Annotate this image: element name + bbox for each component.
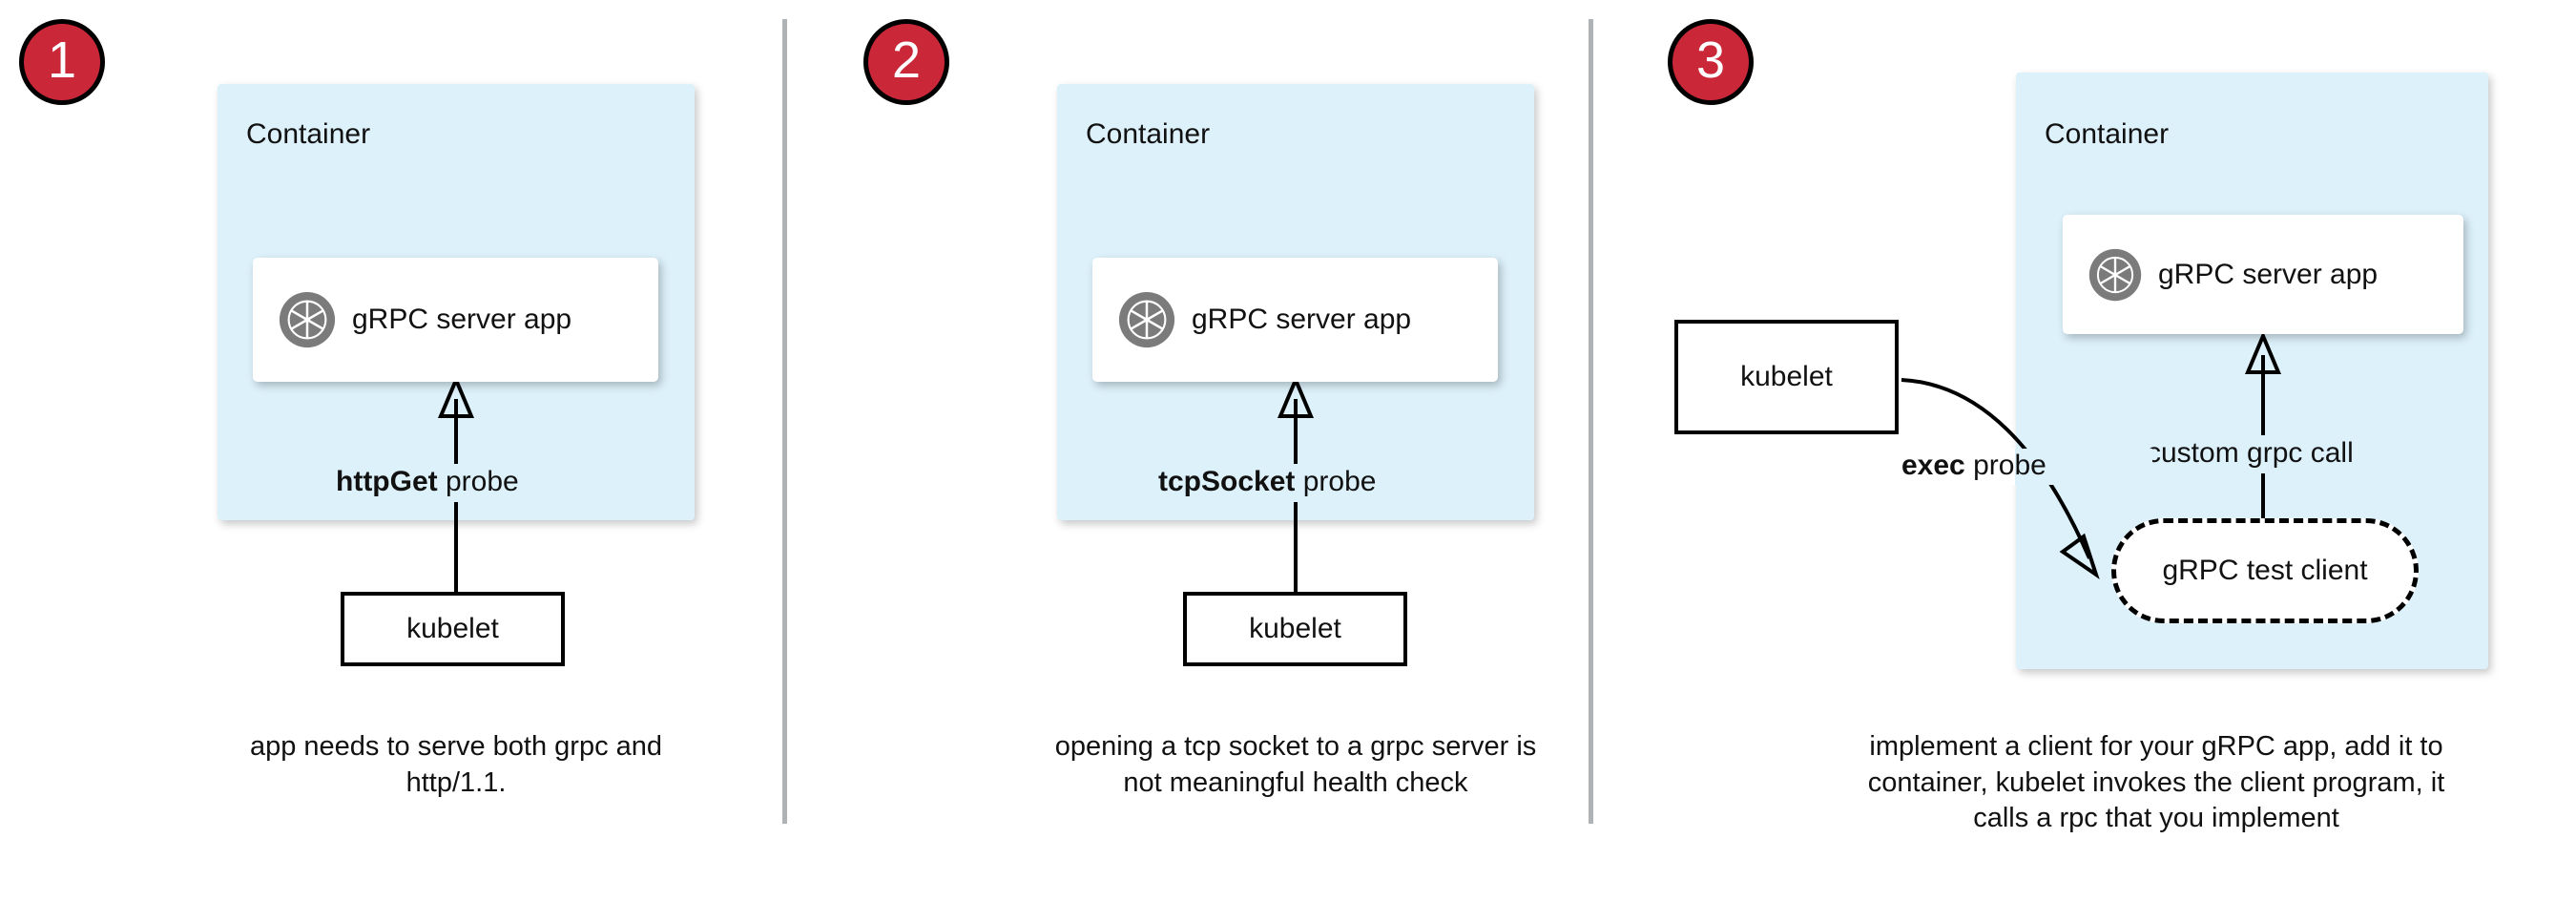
probe-label-mask-2 xyxy=(1153,464,1439,502)
probe-label-bold-2: tcpSocket xyxy=(1158,466,1296,497)
step-badge-1: 1 xyxy=(19,19,105,105)
panel-caption-2: opening a tcp socket to a grpc server is… xyxy=(1054,731,1537,798)
exec-probe-label: exec probe xyxy=(1901,451,2046,480)
custom-grpc-call-label: custom grpc call xyxy=(2147,437,2354,469)
grpc-test-client-label: gRPC test client xyxy=(2162,555,2368,586)
app-card-label-3: gRPC server app xyxy=(2158,258,2379,290)
app-card-label-1: gRPC server app xyxy=(352,304,572,335)
step-badge-number: 1 xyxy=(47,31,77,89)
kubelet-box-3: kubelet xyxy=(1674,320,1899,434)
call-label-mask-3 xyxy=(2143,435,2389,473)
probe-label-bold-3: exec xyxy=(1901,450,1965,481)
probe-label-rest-2: probe xyxy=(1295,466,1377,497)
grpc-logo-icon xyxy=(1118,291,1175,348)
grpc-test-client-box: gRPC test client xyxy=(2111,518,2419,623)
container-label-1: Container xyxy=(246,118,371,150)
container-label-3: Container xyxy=(2045,118,2170,150)
kubelet-label-1: kubelet xyxy=(406,613,499,644)
panel-divider-2 xyxy=(1589,19,1593,824)
panel-divider-1 xyxy=(782,19,787,824)
grpc-server-app-card-2: gRPC server app xyxy=(1092,258,1498,382)
container-label-2: Container xyxy=(1086,118,1211,150)
panel-caption-3: implement a client for your gRPC app, ad… xyxy=(1867,731,2445,834)
grpc-logo-icon xyxy=(279,291,336,348)
step-badge-number: 3 xyxy=(1695,31,1726,89)
exec-label-mask-right xyxy=(2015,449,2152,485)
step-badge-number: 2 xyxy=(891,31,922,89)
app-card-label-2: gRPC server app xyxy=(1192,304,1412,335)
probe-label-1: httpGet probe xyxy=(336,468,519,496)
exec-label-mask-left xyxy=(1897,449,2015,485)
probe-label-2: tcpSocket probe xyxy=(1158,468,1376,496)
kubelet-box-2: kubelet xyxy=(1183,592,1407,666)
kubelet-label-2: kubelet xyxy=(1249,613,1341,644)
kubelet-box-1: kubelet xyxy=(341,592,565,666)
probe-label-rest-3: probe xyxy=(1964,450,2046,481)
probe-label-mask-1 xyxy=(332,464,582,502)
step-badge-2: 2 xyxy=(863,19,949,105)
probe-label-rest-1: probe xyxy=(437,466,519,497)
probe-label-bold-1: httpGet xyxy=(336,466,438,497)
step-badge-3: 3 xyxy=(1668,19,1754,105)
panel-caption-1: app needs to serve both grpc and http/1.… xyxy=(249,731,663,798)
grpc-server-app-card-1: gRPC server app xyxy=(253,258,658,382)
kubelet-label-3: kubelet xyxy=(1740,361,1833,392)
grpc-logo-icon xyxy=(2088,248,2142,301)
grpc-server-app-card-3: gRPC server app xyxy=(2063,215,2463,334)
